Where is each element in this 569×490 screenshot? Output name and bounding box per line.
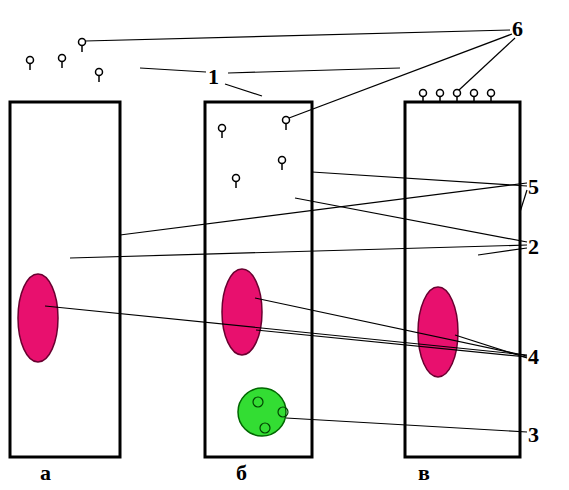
- panel-letter: б: [236, 462, 247, 484]
- cell-outline: [205, 102, 312, 457]
- molecule-symbols: [27, 39, 495, 189]
- nucleus: [222, 269, 262, 355]
- nucleus: [18, 274, 58, 362]
- callout-number: 6: [512, 18, 523, 40]
- nucleus: [418, 287, 458, 377]
- leader-lines: [45, 30, 527, 432]
- cell-outline: [405, 102, 520, 457]
- callout-number: 4: [528, 346, 539, 368]
- cell-outline: [10, 102, 120, 457]
- callout-number: 3: [528, 424, 539, 446]
- callout-number: 1: [208, 66, 219, 88]
- panel-letter: а: [40, 462, 51, 484]
- callout-number: 5: [528, 176, 539, 198]
- vesicle: [238, 388, 288, 436]
- panel-letter: в: [418, 462, 430, 484]
- callout-number: 2: [528, 236, 539, 258]
